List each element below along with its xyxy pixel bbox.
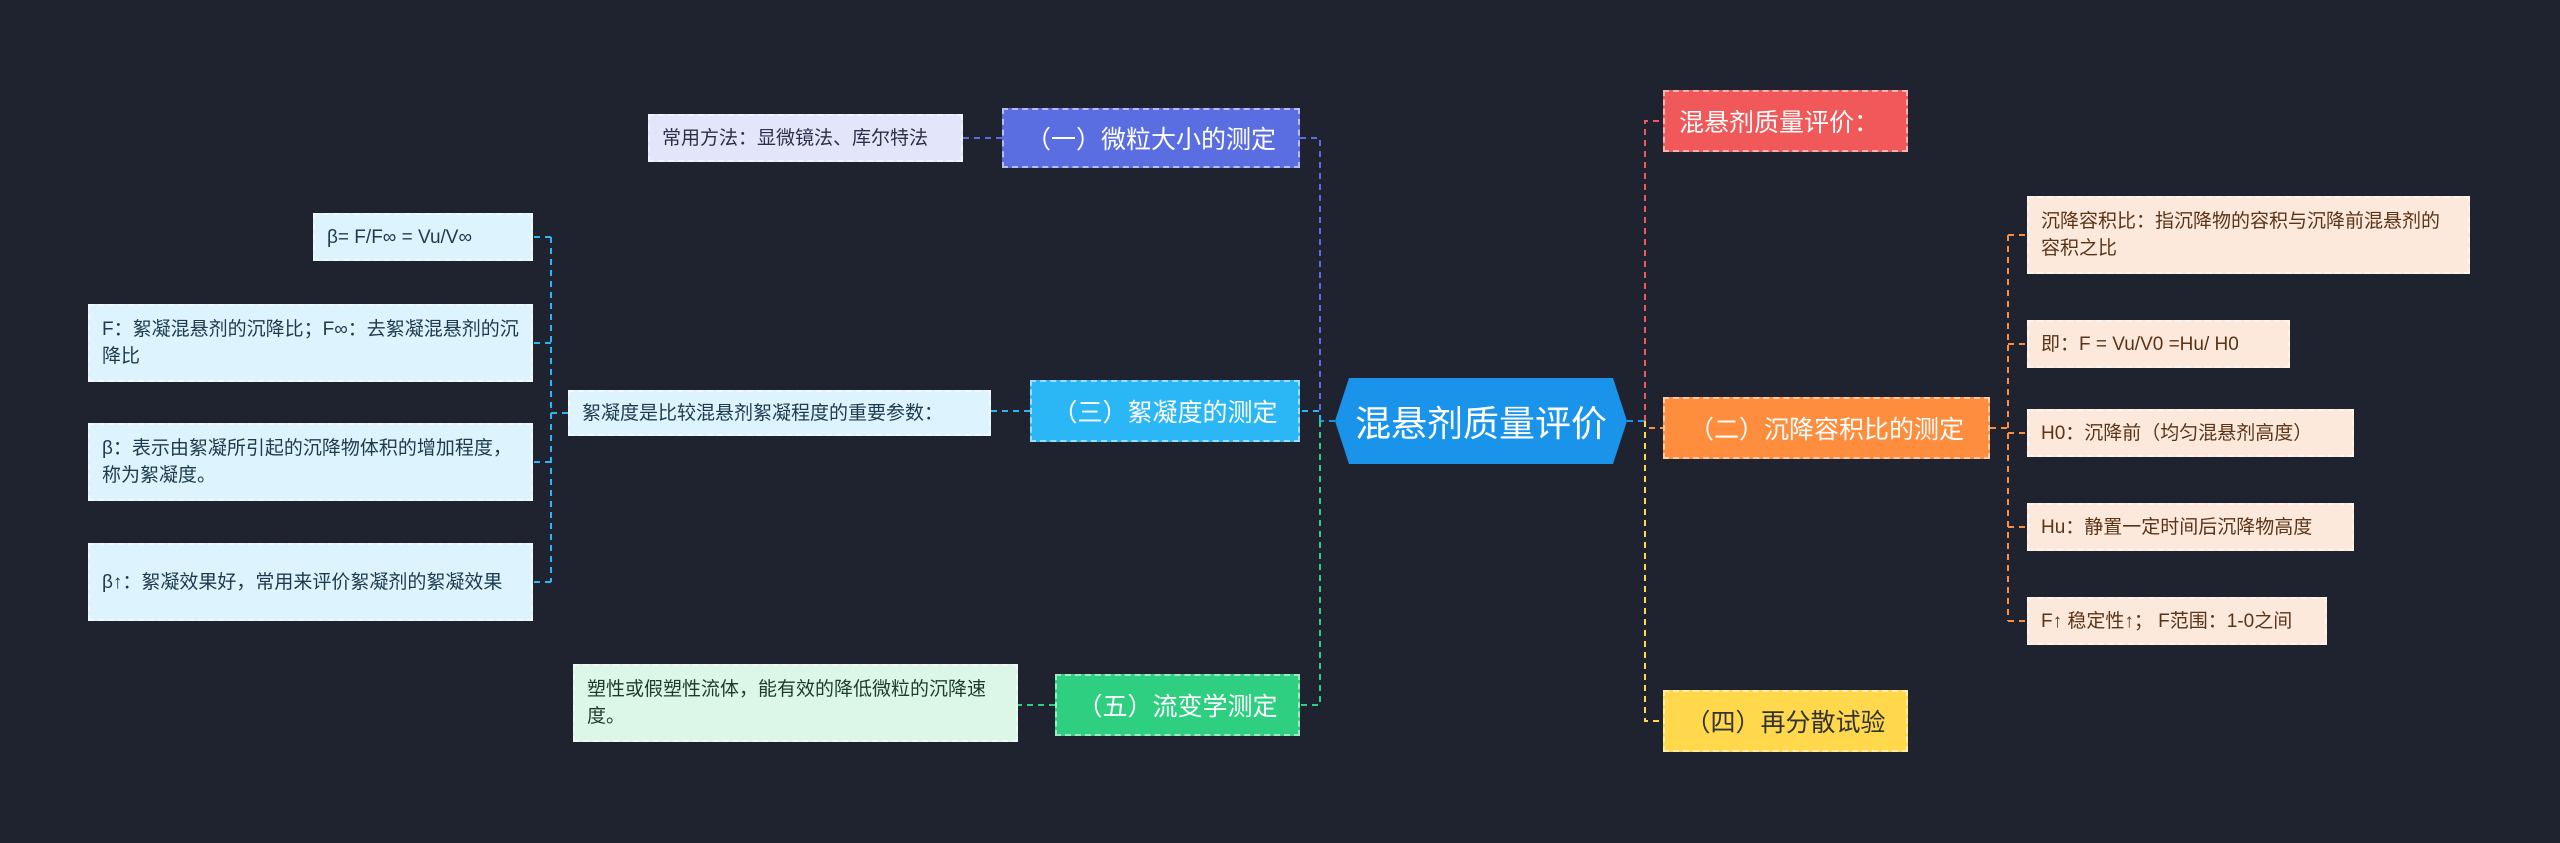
connector-line [1644, 120, 1663, 421]
branch-redispersion-test[interactable]: （四）再分散试验 [1663, 690, 1908, 752]
leaf-beta-effect[interactable]: β↑：絮凝效果好，常用来评价絮凝剂的絮凝效果 [88, 543, 533, 621]
connector-line [1300, 410, 1321, 421]
leaf-h0-definition[interactable]: H0：沉降前（均匀混悬剂高度） [2027, 409, 2354, 457]
leaf-beta-formula[interactable]: β= F/F∞ = Vu/V∞ [313, 213, 533, 261]
branch-sedimentation-ratio[interactable]: （二）沉降容积比的测定 [1663, 397, 1990, 459]
leaf-f-range[interactable]: F↑ 稳定性↑； F范围：1-0之间 [2027, 597, 2327, 645]
leaf-ratio-definition[interactable]: 沉降容积比：指沉降物的容积与沉降前混悬剂的容积之比 [2027, 196, 2470, 274]
leaf-hu-definition[interactable]: Hu：静置一定时间后沉降物高度 [2027, 503, 2354, 551]
leaf-common-methods[interactable]: 常用方法：显微镜法、库尔特法 [648, 114, 963, 162]
connector-line [1300, 421, 1321, 706]
root-node[interactable]: 混悬剂质量评价 [1335, 378, 1627, 464]
leaf-f-definition[interactable]: F：絮凝混悬剂的沉降比；F∞：去絮凝混悬剂的沉降比 [88, 304, 533, 382]
branch-rheology[interactable]: （五）流变学测定 [1055, 674, 1300, 736]
branch-quality-evaluation[interactable]: 混悬剂质量评价： [1663, 90, 1908, 152]
branch-flocculation[interactable]: （三）絮凝度的测定 [1030, 380, 1300, 442]
leaf-flocculation-definition[interactable]: 絮凝度是比较混悬剂絮凝程度的重要参数： [568, 390, 991, 436]
leaf-beta-meaning[interactable]: β：表示由絮凝所引起的沉降物体积的增加程度，称为絮凝度。 [88, 423, 533, 501]
branch-particle-size[interactable]: （一）微粒大小的测定 [1002, 108, 1300, 168]
leaf-rheology-description[interactable]: 塑性或假塑性流体，能有效的降低微粒的沉降速度。 [573, 664, 1018, 742]
connector-line [1300, 137, 1321, 421]
leaf-ratio-formula[interactable]: 即：F = Vu/V0 =Hu/ H0 [2027, 320, 2290, 368]
connector-line [1644, 421, 1663, 429]
connector-line [1644, 421, 1663, 722]
